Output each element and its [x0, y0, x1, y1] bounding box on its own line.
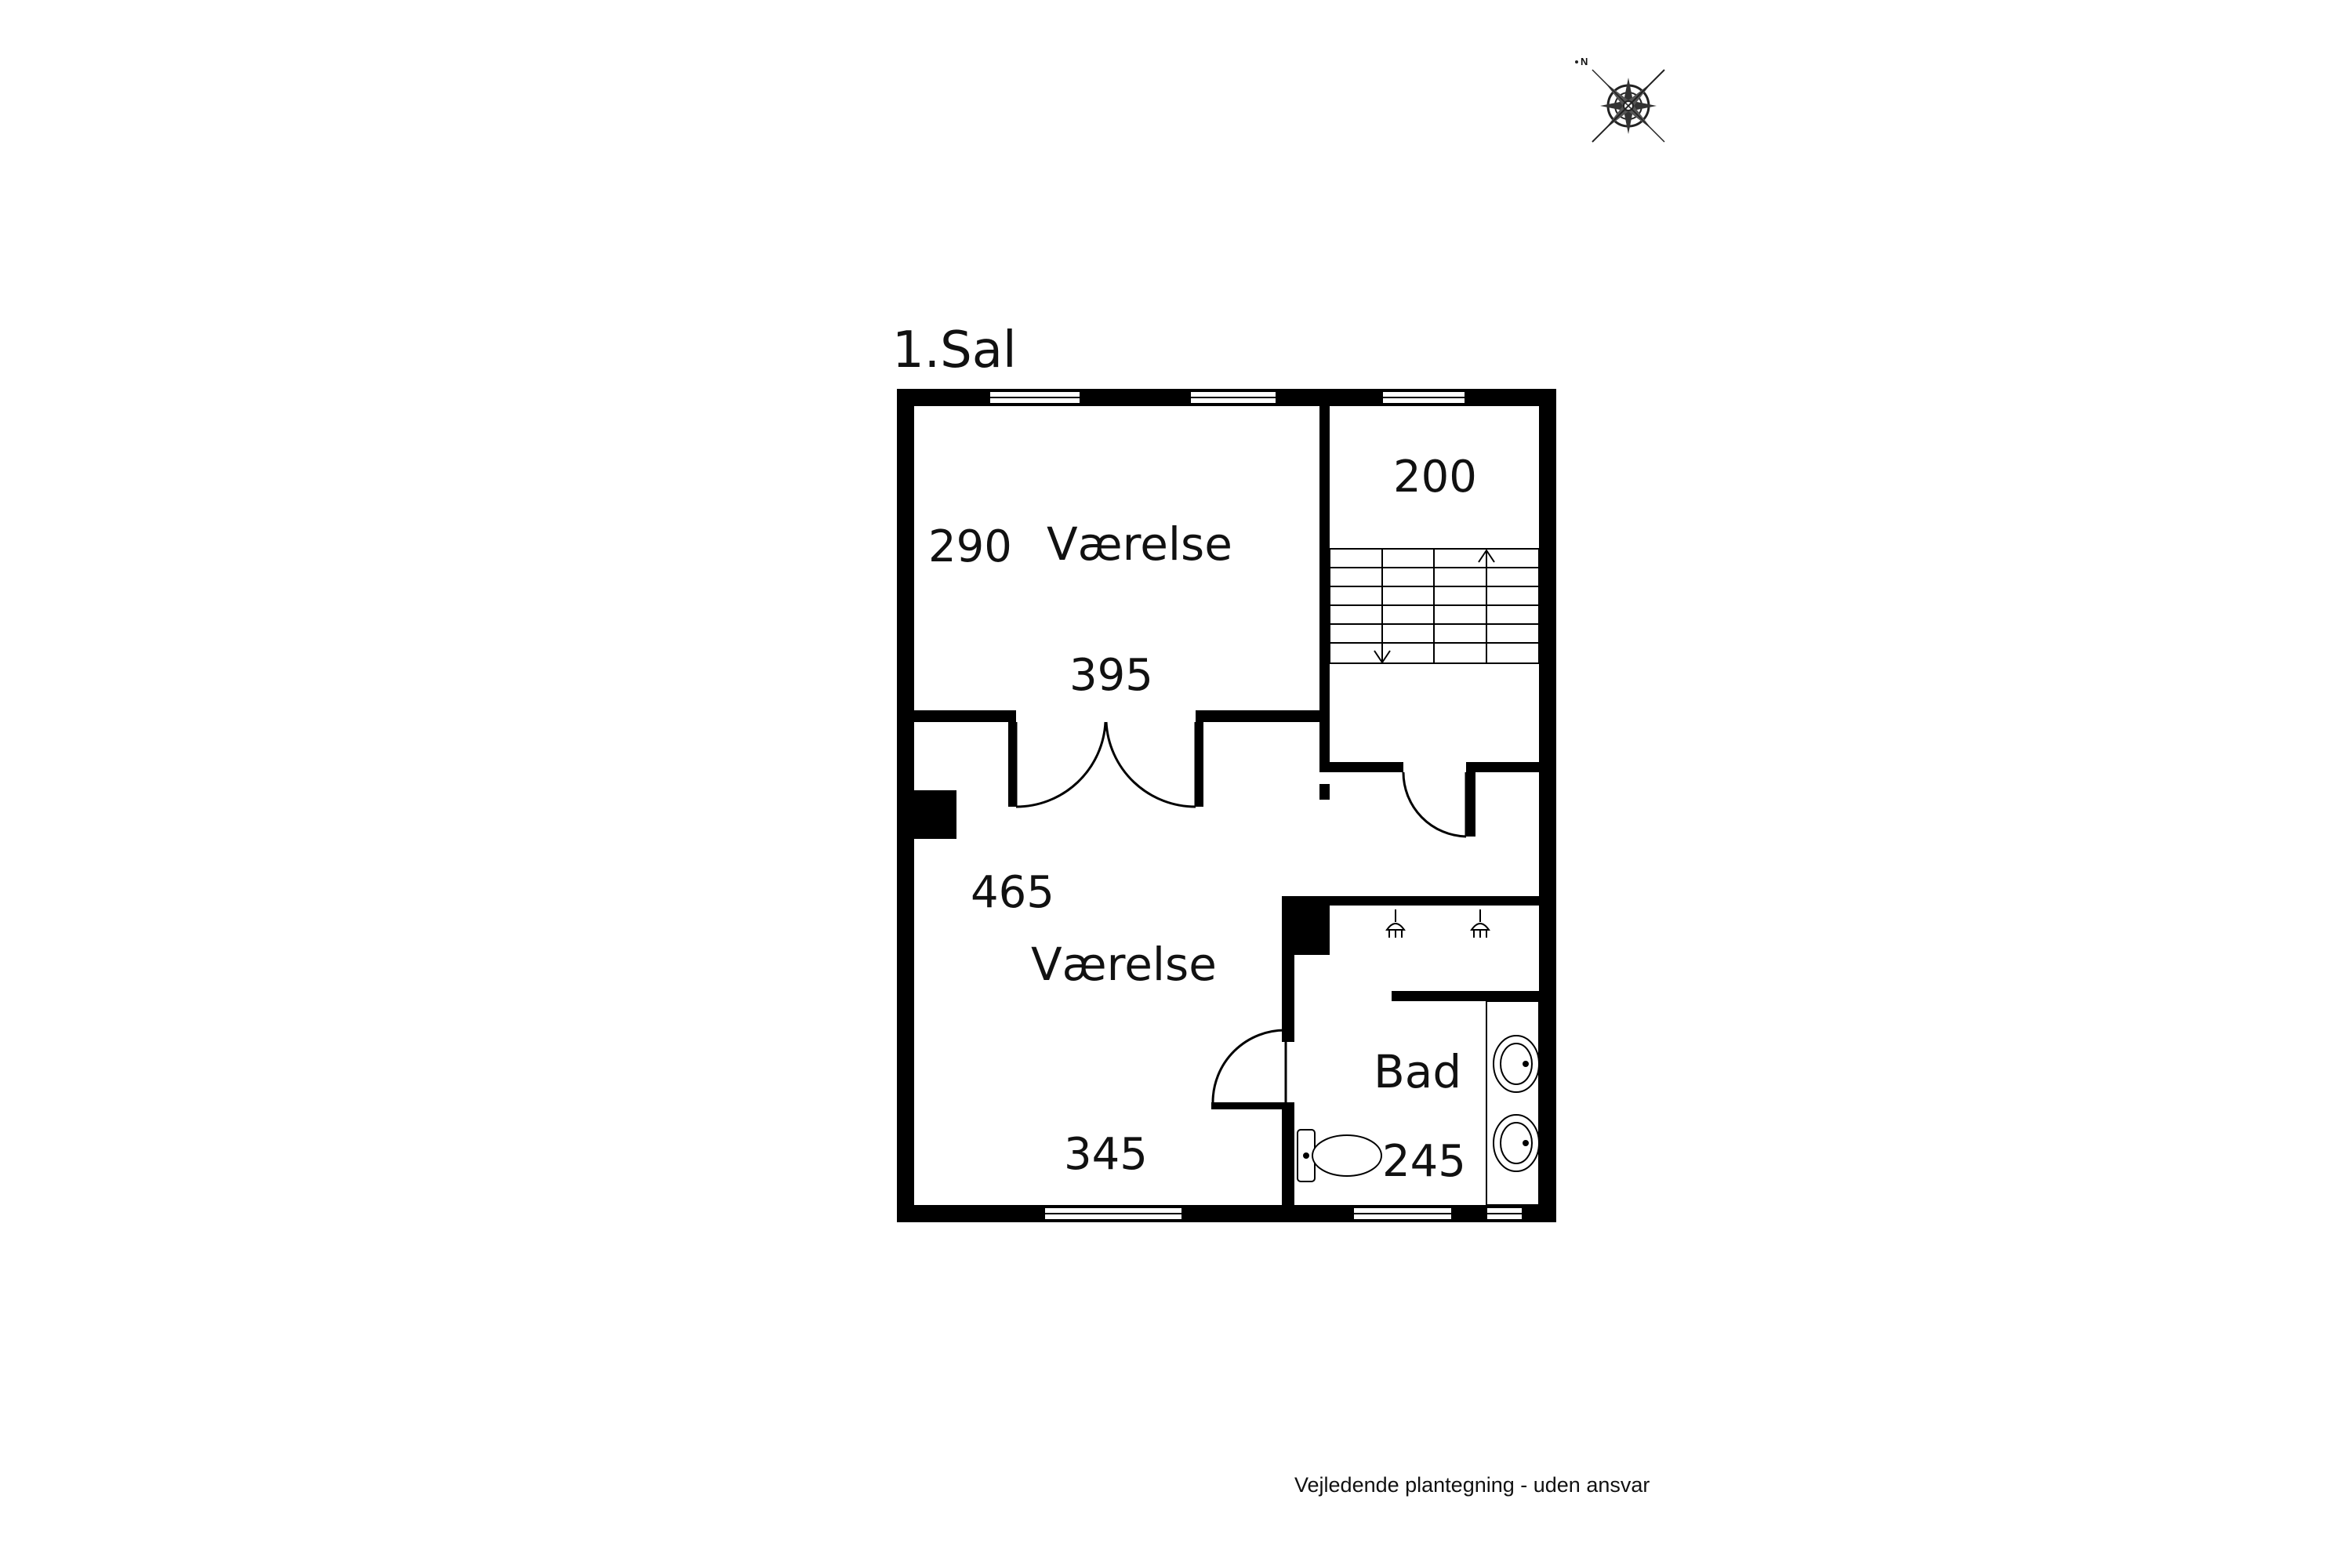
arrow-up-icon — [1478, 549, 1495, 663]
compass-icon — [1592, 69, 1665, 143]
room-labels: Værelse 290 395 200 465 Værelse 345 Bad … — [928, 452, 1477, 1187]
room-name-bottom-left: Værelse — [1031, 938, 1217, 991]
dimension-bottom-left-b: 345 — [1064, 1129, 1148, 1180]
room-name-top-left: Værelse — [1047, 517, 1232, 571]
disclaimer-text: Vejledende plantegning - uden ansvar — [1294, 1473, 1650, 1497]
bath-fixtures — [1297, 909, 1540, 1206]
shower-head-icon — [1470, 909, 1490, 938]
sink-icon — [1493, 1035, 1540, 1093]
stair-door — [1402, 771, 1468, 838]
arrow-down-icon — [1374, 549, 1391, 664]
shower-head-icon — [1385, 909, 1406, 938]
staircase — [1329, 548, 1540, 664]
compass-north-label: N — [1581, 56, 1588, 67]
sink-icon — [1493, 1114, 1540, 1172]
dimension-bath: 245 — [1382, 1136, 1466, 1187]
interior-walls — [897, 406, 1552, 1222]
room-name-bath: Bad — [1374, 1045, 1461, 1098]
toilet-icon — [1297, 1129, 1382, 1182]
doors — [1014, 721, 1468, 1103]
floor-label: 1.Sal — [892, 321, 1017, 379]
bath-door — [1211, 1029, 1287, 1103]
dimension-top-left-a: 290 — [928, 521, 1012, 572]
compass-rose: N — [1575, 56, 1665, 143]
windows — [989, 390, 1523, 1221]
dimension-bottom-left-a: 465 — [971, 867, 1054, 918]
double-door — [1014, 721, 1197, 808]
dimension-top-left-b: 395 — [1069, 650, 1153, 701]
dimension-stair: 200 — [1393, 452, 1477, 503]
